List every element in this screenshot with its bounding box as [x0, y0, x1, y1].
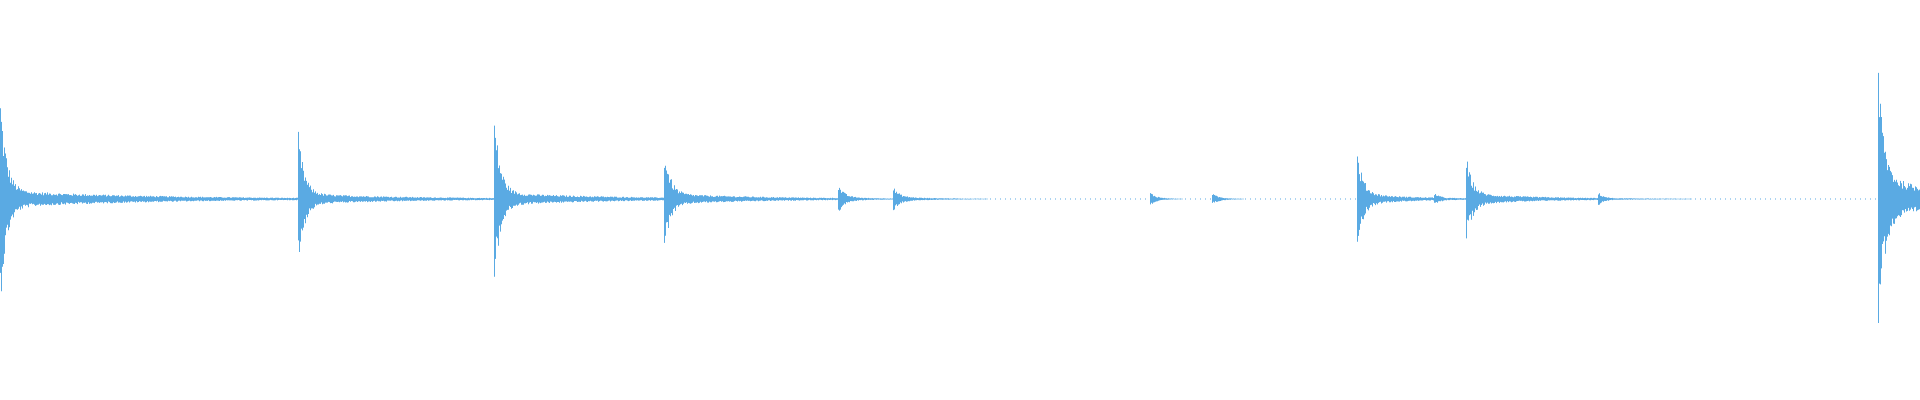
waveform-trace — [0, 72, 1920, 323]
